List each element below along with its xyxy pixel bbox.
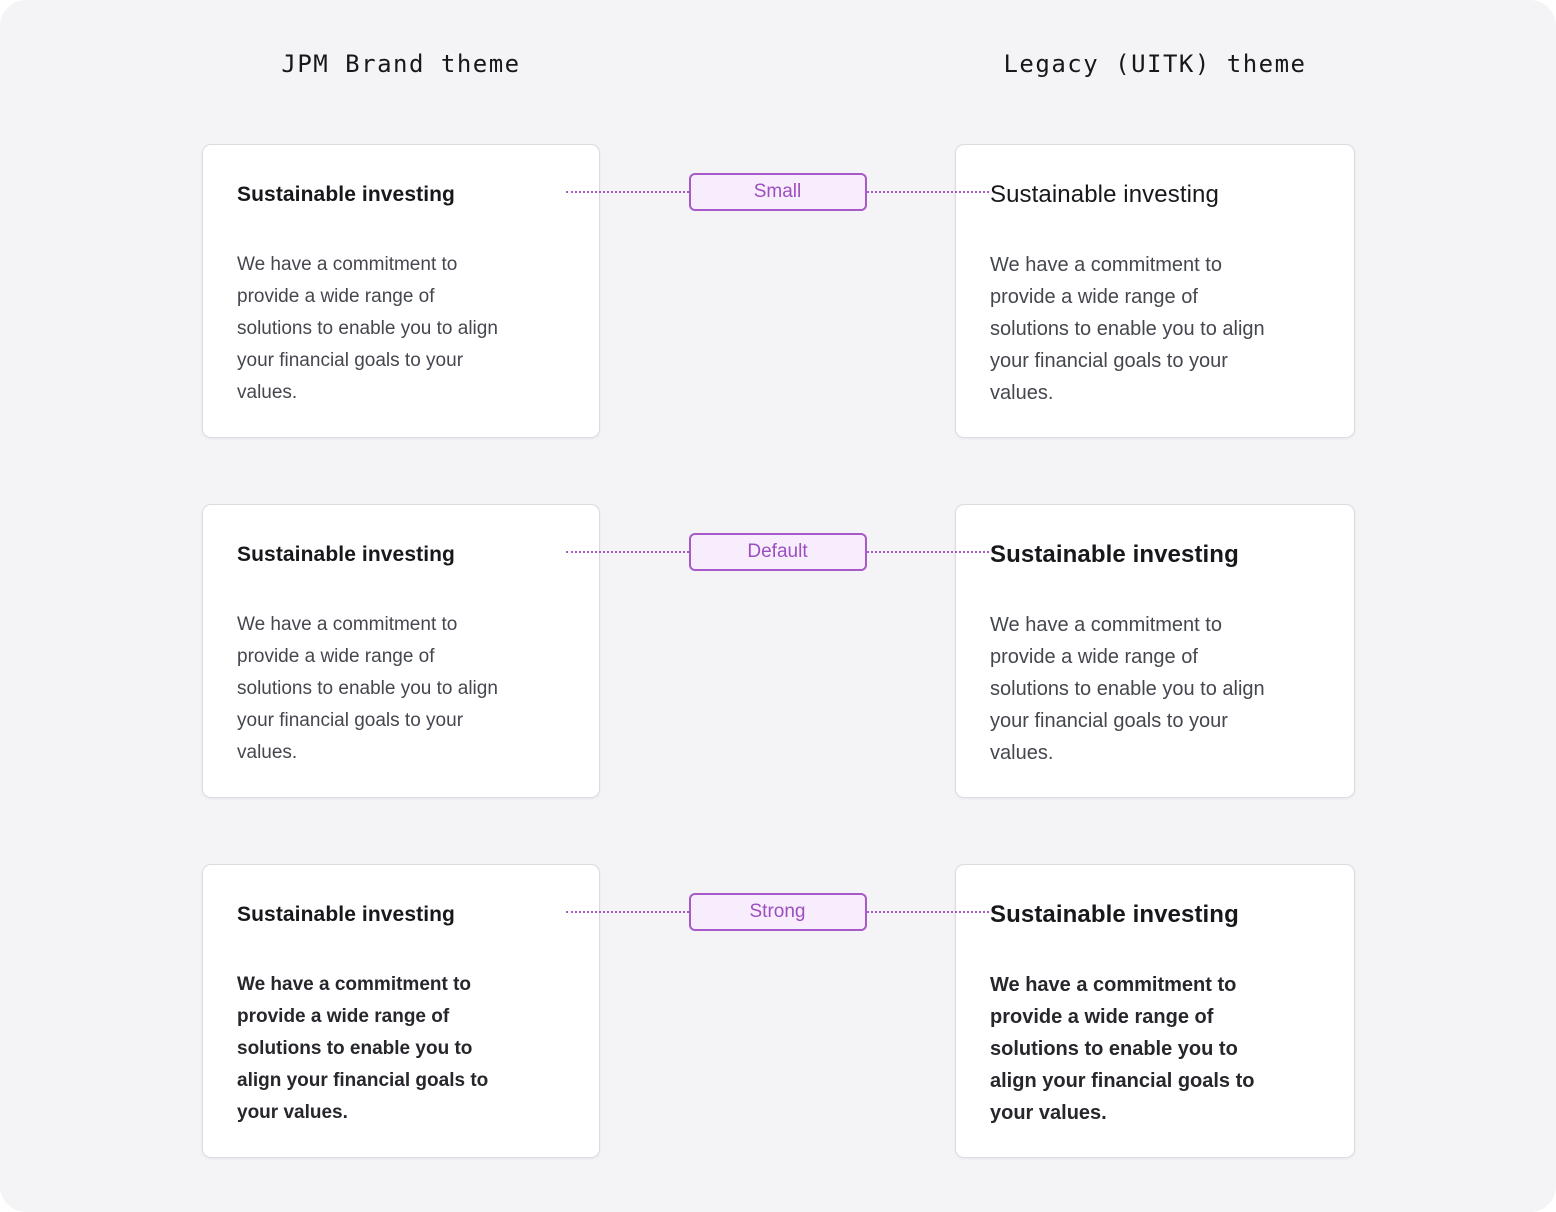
size-badge-strong: Strong bbox=[688, 893, 867, 931]
jpm-card-default: Sustainable investing We have a commitme… bbox=[202, 504, 600, 798]
dotted-line-left bbox=[566, 911, 689, 913]
connector-inner: Default bbox=[566, 533, 989, 571]
card-heading: Sustainable investing bbox=[237, 903, 455, 926]
legacy-card-small: Sustainable investing We have a commitme… bbox=[955, 144, 1355, 438]
dotted-line-right bbox=[866, 191, 989, 193]
comparison-row-small: Sustainable investing We have a commitme… bbox=[202, 144, 1355, 438]
connector-inner: Small bbox=[566, 173, 989, 211]
comparison-row-default: Sustainable investing We have a commitme… bbox=[202, 504, 1355, 798]
jpm-card-strong: Sustainable investing We have a commitme… bbox=[202, 864, 600, 1158]
connector-default: Default bbox=[566, 504, 989, 798]
connector-inner: Strong bbox=[566, 893, 989, 931]
card-heading: Sustainable investing bbox=[990, 181, 1219, 208]
dotted-line-right bbox=[866, 551, 989, 553]
dotted-line-left bbox=[566, 551, 689, 553]
column-headers: JPM Brand theme Legacy (UITK) theme bbox=[0, 0, 1556, 78]
size-badge-small: Small bbox=[688, 173, 867, 211]
connector-small: Small bbox=[566, 144, 989, 438]
size-badge-default: Default bbox=[688, 533, 867, 571]
card-heading: Sustainable investing bbox=[237, 183, 455, 206]
legacy-card-default: Sustainable investing We have a commitme… bbox=[955, 504, 1355, 798]
comparison-rows: Sustainable investing We have a commitme… bbox=[0, 144, 1556, 1158]
card-heading: Sustainable investing bbox=[990, 901, 1239, 928]
card-body: We have a commitment to provide a wide r… bbox=[990, 614, 1265, 764]
card-body: We have a commitment to provide a wide r… bbox=[237, 974, 489, 1123]
card-body: We have a commitment to provide a wide r… bbox=[237, 614, 498, 763]
dotted-line-left bbox=[566, 191, 689, 193]
card-heading: Sustainable investing bbox=[990, 541, 1239, 568]
dotted-line-right bbox=[866, 911, 989, 913]
connector-strong: Strong bbox=[566, 864, 989, 1158]
jpm-card-small: Sustainable investing We have a commitme… bbox=[202, 144, 600, 438]
card-body: We have a commitment to provide a wide r… bbox=[237, 254, 498, 403]
column-title-legacy-uitk: Legacy (UITK) theme bbox=[1003, 50, 1307, 78]
legacy-card-strong: Sustainable investing We have a commitme… bbox=[955, 864, 1355, 1158]
card-body: We have a commitment to provide a wide r… bbox=[990, 974, 1255, 1124]
column-title-jpm-brand: JPM Brand theme bbox=[281, 50, 521, 78]
card-body: We have a commitment to provide a wide r… bbox=[990, 254, 1265, 404]
comparison-row-strong: Sustainable investing We have a commitme… bbox=[202, 864, 1355, 1158]
card-heading: Sustainable investing bbox=[237, 543, 455, 566]
